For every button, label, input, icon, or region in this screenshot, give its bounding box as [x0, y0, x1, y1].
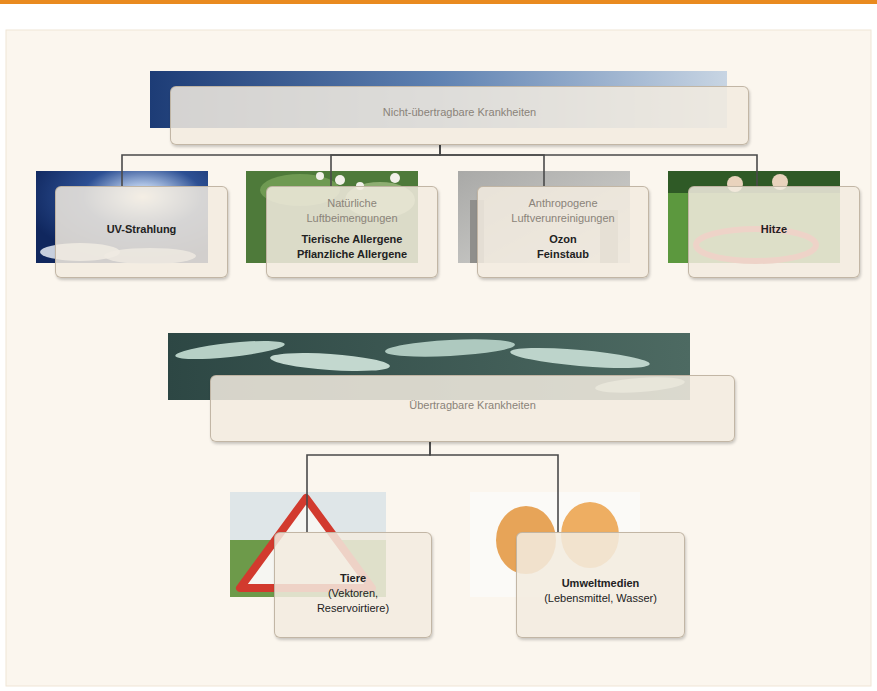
- box-text: Pflanzliche Allergene: [297, 247, 407, 262]
- box-text: Feinstaub: [537, 247, 589, 262]
- box-heading: Nicht-übertragbare Krankheiten: [383, 105, 536, 120]
- tree-connector: [307, 442, 430, 532]
- box-heading: Übertragbare Krankheiten: [409, 398, 536, 413]
- tree-connector: [430, 442, 558, 532]
- box-heading: Anthropogene Luftverunreinigungen: [501, 196, 626, 226]
- box-heading: Natürliche Luftbeimengungen: [297, 196, 407, 226]
- box-text: Ozon: [549, 232, 577, 247]
- factor-box: Natürliche LuftbeimengungenTierische All…: [266, 186, 438, 278]
- bacterium: [385, 337, 516, 360]
- factor-box: Hitze: [688, 186, 860, 278]
- box-heading: Hitze: [761, 222, 787, 237]
- flower: [335, 175, 345, 185]
- bacterium: [510, 344, 651, 372]
- box-text: (Lebensmittel, Wasser): [544, 591, 657, 606]
- factor-box: Umweltmedien(Lebensmittel, Wasser): [516, 532, 685, 638]
- background-panel: [6, 30, 871, 686]
- box-text: (Vektoren, Reservoirtiere): [306, 586, 401, 616]
- factor-box: Anthropogene LuftverunreinigungenOzonFei…: [477, 186, 649, 278]
- tree-connector: [122, 145, 440, 186]
- box-heading: Umweltmedien: [562, 576, 640, 591]
- box-heading: Tiere: [340, 571, 366, 586]
- box-heading: UV-Strahlung: [107, 222, 177, 237]
- category-box: Übertragbare Krankheiten: [210, 375, 735, 442]
- category-box: Nicht-übertragbare Krankheiten: [170, 86, 749, 145]
- box-text: Tierische Allergene: [302, 232, 403, 247]
- tree-connector: [440, 145, 757, 186]
- top-bar: [0, 0, 877, 4]
- factor-box: UV-Strahlung: [55, 186, 228, 278]
- tree-connector: [331, 145, 440, 186]
- bacterium: [270, 350, 391, 374]
- bacterium: [175, 337, 286, 362]
- flower: [316, 172, 324, 180]
- tree-connector: [440, 145, 544, 186]
- flower: [390, 173, 400, 183]
- factor-box: Tiere(Vektoren, Reservoirtiere): [274, 532, 432, 638]
